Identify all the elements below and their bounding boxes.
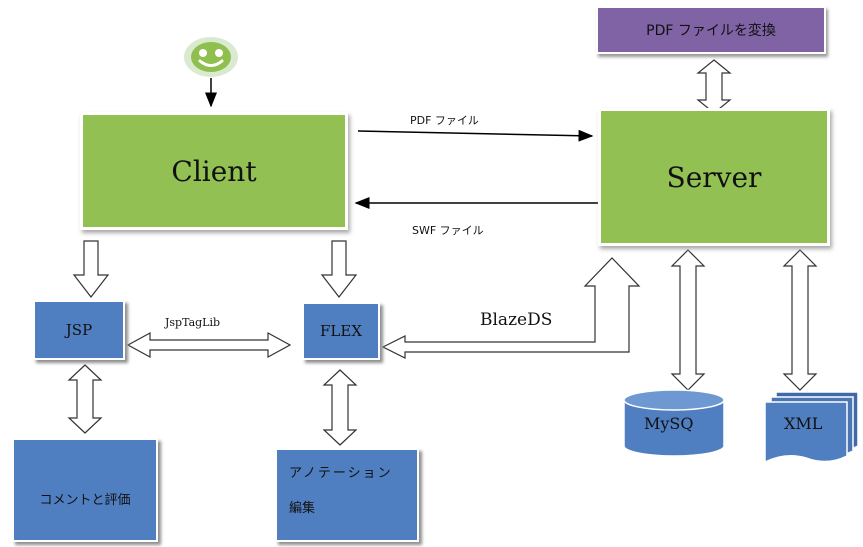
server-mysql-double-arrow — [670, 249, 706, 391]
mysql-database-icon — [623, 389, 725, 457]
jsp-node: JSP — [33, 300, 125, 360]
jsptaglib-label: JspTagLib — [165, 316, 221, 329]
swf-file-label: SWF ファイル — [412, 224, 484, 237]
mysql-label: MySQ — [644, 414, 694, 433]
blazeds-arrow — [381, 257, 641, 359]
server-label: Server — [666, 160, 762, 194]
pdf-convert-label: PDF ファイルを変換 — [646, 23, 776, 39]
server-node: Server — [598, 108, 830, 246]
blazeds-label: BlazeDS — [480, 310, 553, 330]
jsp-flex-double-arrow — [126, 331, 292, 359]
flex-label: FLEX — [320, 322, 362, 340]
pdf-file-label: PDF ファイル — [410, 114, 479, 127]
pdf-convert-node: PDF ファイルを変換 — [596, 6, 826, 54]
xml-document-icon — [764, 391, 859, 464]
client-to-flex-arrow — [320, 240, 358, 298]
client-to-jsp-arrow — [72, 240, 110, 298]
comments-label: コメントと評価 — [39, 492, 131, 508]
annotation-label-line2: 編集 — [289, 501, 316, 516]
pdf-file-arrow — [357, 129, 594, 142]
xml-label: XML — [784, 414, 823, 433]
convert-server-double-arrow — [696, 59, 732, 114]
flex-node: FLEX — [302, 302, 380, 360]
jsp-comments-double-arrow — [67, 364, 103, 434]
client-label: Client — [171, 154, 257, 188]
smiley-user-icon — [184, 37, 238, 77]
server-xml-double-arrow — [782, 249, 818, 391]
jsp-label: JSP — [65, 321, 93, 339]
annotation-node: アノテーション 編集 — [275, 448, 419, 542]
client-node: Client — [80, 112, 348, 230]
comments-node: コメントと評価 — [12, 438, 158, 542]
annotation-label-line1: アノテーション — [289, 466, 393, 481]
flex-annotation-double-arrow — [322, 369, 358, 446]
